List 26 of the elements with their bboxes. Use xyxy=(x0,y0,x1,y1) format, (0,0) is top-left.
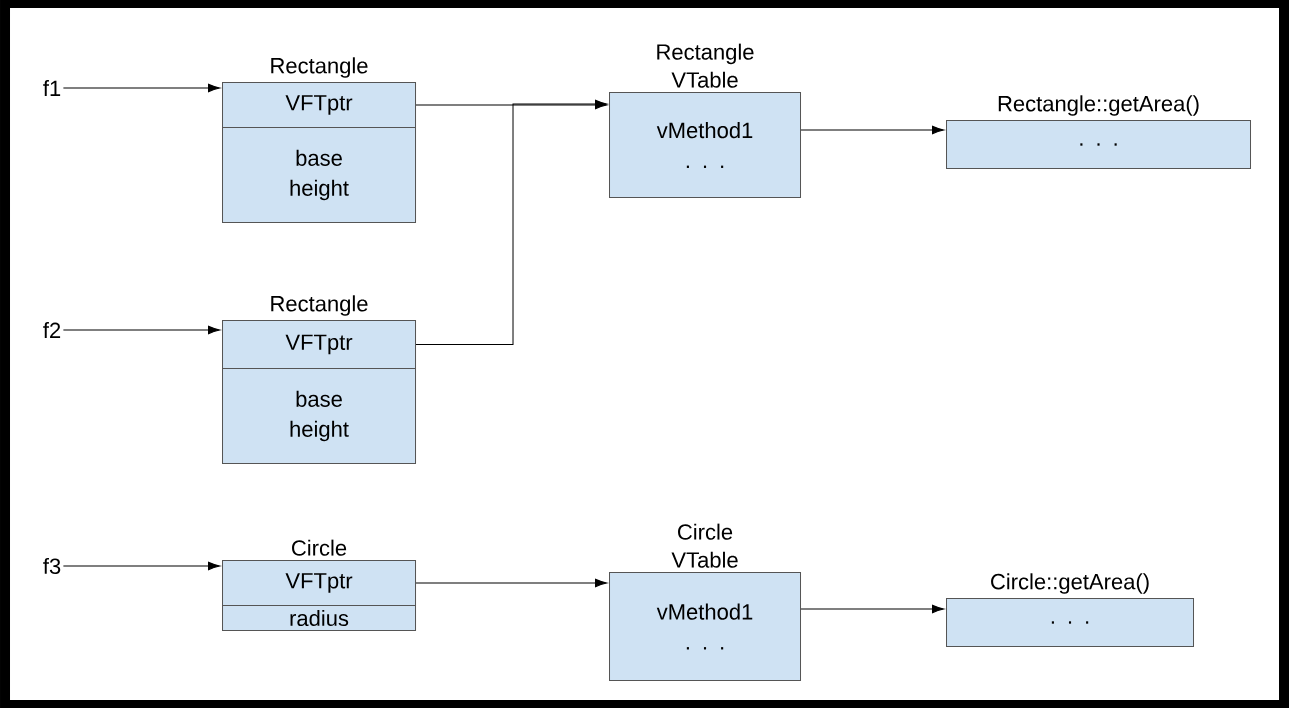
pointer-label: f2 xyxy=(43,322,61,338)
arrow xyxy=(800,125,945,135)
field-cell: VFTptr xyxy=(222,320,416,369)
arrow xyxy=(415,578,608,588)
object-heading: Rectangle xyxy=(271,57,368,78)
box-heading: Rectangle VTable xyxy=(657,43,754,88)
arrow xyxy=(415,99,608,345)
arrow xyxy=(800,604,945,614)
box-heading: Circle VTable xyxy=(671,523,738,568)
table-box: vMethod1 . . . xyxy=(609,572,801,681)
field-cell: base height xyxy=(222,368,416,464)
table-box: vMethod1 . . . xyxy=(609,92,801,198)
pointer-label: f1 xyxy=(43,80,61,96)
arrow xyxy=(62,83,221,93)
table-box: . . . xyxy=(946,598,1194,647)
arrow xyxy=(62,325,221,335)
field-cell: VFTptr xyxy=(222,82,416,128)
box-heading: Rectangle::getArea() xyxy=(998,95,1199,116)
field-cell: VFTptr xyxy=(222,560,416,606)
table-box: . . . xyxy=(946,120,1251,169)
object-heading: Circle xyxy=(292,539,347,556)
object-heading: Rectangle xyxy=(271,295,368,316)
box-heading: Circle::getArea() xyxy=(991,573,1149,594)
field-cell: radius xyxy=(222,605,416,631)
pointer-label: f3 xyxy=(43,557,61,575)
arrow xyxy=(62,561,221,571)
